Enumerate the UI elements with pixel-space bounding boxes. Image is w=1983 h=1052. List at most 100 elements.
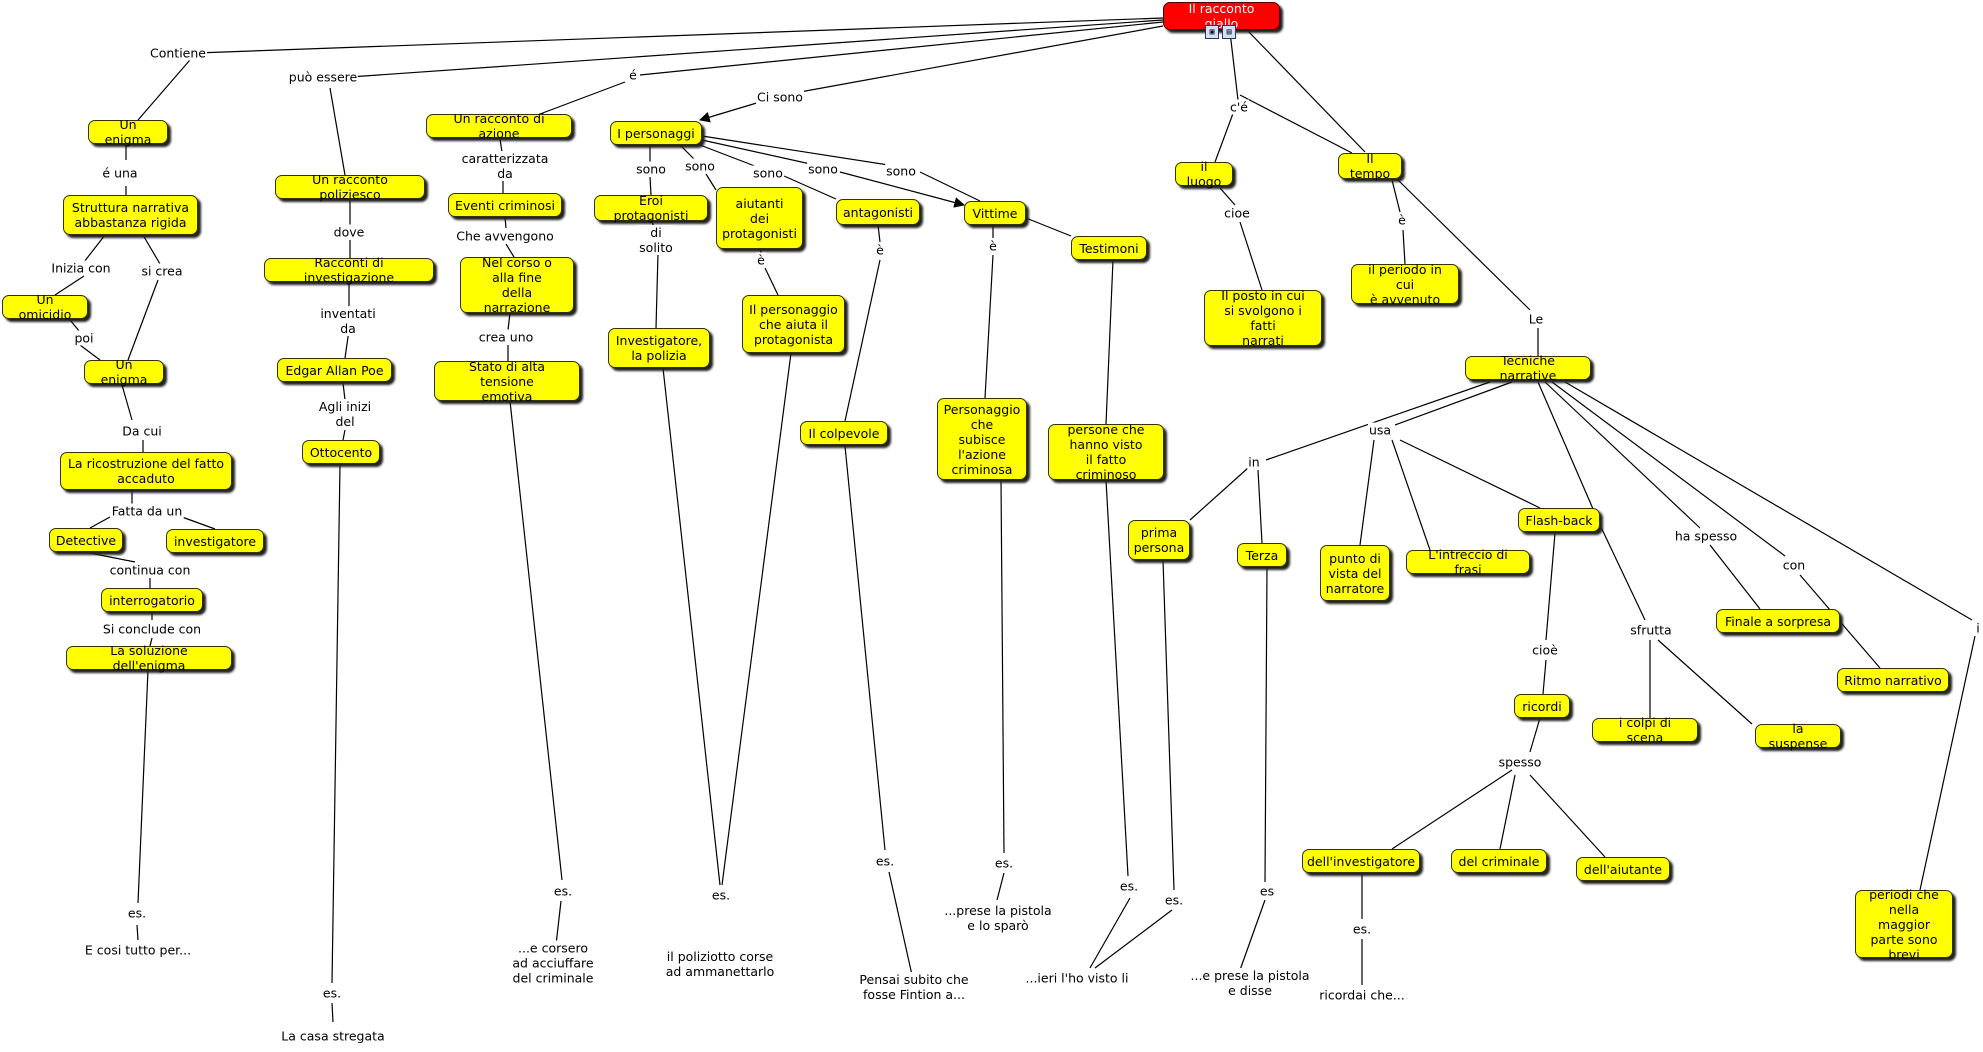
node-intreccio-frasi[interactable]: L'intreccio di frasi (1406, 547, 1530, 577)
node-ricordi[interactable]: ricordi (1514, 694, 1570, 718)
connector-line (121, 384, 133, 421)
label-sono-testimoni: sono (885, 163, 917, 179)
node-antagonisti[interactable]: antagonisti (836, 199, 920, 225)
label-fatta-da-un: Fatta da un (110, 503, 184, 519)
node-periodi-brevi[interactable]: periodi che nella maggior parte sono bre… (1855, 887, 1953, 962)
node-struttura-narrativa[interactable]: Struttura narrativa abbastanza rigida (63, 195, 198, 235)
connector-line (655, 252, 659, 329)
connector-line (1599, 524, 1646, 621)
connector-line (555, 900, 562, 946)
node-prima-persona[interactable]: prima persona (1128, 520, 1190, 560)
connector-line (195, 17, 1164, 54)
connector-line (1257, 469, 1263, 544)
label-caratterizzata-da: caratterizzata da (460, 151, 550, 181)
label-e-una: é una (101, 165, 139, 181)
node-vittime[interactable]: Vittime (964, 201, 1026, 225)
node-racconto-azione[interactable]: Un racconto di azione (426, 111, 572, 141)
node-personaggio-subisce[interactable]: Personaggio che subisce l'azione crimino… (937, 398, 1027, 480)
document-resource-icon[interactable]: ▤ (1222, 25, 1236, 39)
node-finale-sorpresa[interactable]: Finale a sorpresa (1716, 609, 1840, 633)
connector-line (1399, 439, 1541, 509)
node-colpi-di-scena[interactable]: i colpi di scena (1592, 715, 1698, 745)
node-un-enigma-2[interactable]: Un enigma (84, 357, 164, 387)
node-personaggi[interactable]: I personaggi (610, 121, 702, 145)
connector-line (1529, 774, 1606, 858)
label-cioe-luogo: cioe (1223, 205, 1251, 221)
label-sfrutta: sfrutta (1629, 622, 1673, 638)
node-del-criminale[interactable]: del criminale (1451, 849, 1547, 873)
connector-line (54, 275, 85, 296)
connector-line (1105, 479, 1129, 877)
node-tempo[interactable]: Il tempo (1338, 151, 1402, 181)
node-dell-aiutante[interactable]: dell'aiutante (1576, 857, 1670, 881)
connector-line (701, 135, 896, 167)
node-edgar-allan-poe[interactable]: Edgar Allan Poe (277, 358, 392, 382)
node-investigatore[interactable]: investigatore (166, 529, 264, 553)
label-dove: dove (332, 224, 366, 240)
node-nel-corso[interactable]: Nel corso o alla fine della narrazione (460, 255, 574, 315)
node-un-omicidio[interactable]: Un omicidio (2, 292, 88, 322)
node-ricostruzione[interactable]: La ricostruzione del fatto accaduto (60, 452, 232, 490)
connector-line (1402, 229, 1406, 265)
label-agli-inizi: Agli inizi del (317, 399, 373, 429)
connector-line (505, 243, 515, 258)
node-terza[interactable]: Terza (1237, 543, 1287, 567)
node-eventi-criminosi[interactable]: Eventi criminosi (448, 193, 562, 217)
connector-line (1544, 381, 1701, 529)
node-luogo[interactable]: il luogo (1175, 159, 1233, 189)
node-flash-back[interactable]: Flash-back (1518, 508, 1600, 532)
node-testimoni[interactable]: Testimoni (1071, 236, 1147, 260)
node-racconti-investigazione[interactable]: Racconti di investigazione (264, 255, 434, 285)
connector-line (1542, 659, 1547, 695)
label-ce: c'é (1229, 99, 1249, 115)
connector-line (331, 464, 341, 984)
image-resource-icon[interactable]: ▣ (1205, 25, 1219, 39)
connector-line (329, 87, 346, 176)
node-aiutanti[interactable]: aiutanti dei protagonisti (716, 187, 803, 249)
node-un-enigma[interactable]: Un enigma (88, 117, 168, 147)
node-ritmo-narrativo[interactable]: Ritmo narrativo (1837, 668, 1949, 692)
connector-line (1537, 381, 1601, 526)
connector-line (764, 267, 779, 296)
node-punto-di-vista[interactable]: punto di vista del narratore (1320, 545, 1390, 601)
node-soluzione-enigma[interactable]: La soluzione dell'enigma (66, 643, 232, 673)
node-persone-visto[interactable]: persone che hanno visto il fatto crimino… (1048, 422, 1164, 482)
connector-line (1239, 899, 1266, 971)
node-detective[interactable]: Detective (49, 528, 123, 552)
label-spesso: spesso (1497, 754, 1543, 770)
node-personaggio-aiuta[interactable]: Il personaggio che aiuta il protagonista (742, 295, 845, 353)
label-sono-antagonisti: sono (752, 165, 784, 181)
node-suspense[interactable]: la suspense (1755, 721, 1841, 751)
node-tecniche-narrative[interactable]: Tecniche narrative (1465, 353, 1591, 383)
node-racconto-poliziesco[interactable]: Un racconto poliziesco (275, 172, 425, 202)
connector-line (699, 144, 761, 169)
node-alta-tensione[interactable]: Stato di alta tensione emotiva (434, 359, 580, 404)
example-tensione: ...e corsero ad acciuffare del criminale (511, 940, 595, 986)
node-interrogatorio[interactable]: interrogatorio (101, 588, 203, 612)
connector-line (1919, 635, 1976, 891)
label-e-root: é (628, 67, 638, 83)
connector-line (539, 81, 626, 115)
connector-line (844, 445, 886, 851)
example-colpevole: Pensai subito che fosse Fintion a... (858, 972, 970, 1002)
label-usa: usa (1367, 422, 1393, 438)
label-poi: poi (73, 330, 95, 346)
root-node[interactable]: Il racconto giallo (1163, 1, 1280, 31)
connector-line (1105, 259, 1114, 425)
node-posto[interactable]: Il posto in cui si svolgono i fatti narr… (1204, 288, 1322, 348)
connector-line (701, 139, 816, 166)
connector-line (1391, 769, 1513, 850)
node-investigatore-polizia[interactable]: Investigatore, la polizia (608, 328, 710, 368)
connector-line (705, 173, 717, 191)
node-dell-investigatore[interactable]: dell'investigatore (1302, 849, 1420, 873)
node-colpevole[interactable]: Il colpevole (800, 421, 888, 445)
connector-line (984, 254, 994, 399)
node-eroi-protagonisti[interactable]: Eroi protagonisti (594, 193, 708, 223)
label-sono-vittime: sono (807, 161, 839, 177)
node-ottocento[interactable]: Ottocento (302, 440, 380, 464)
connector-line (89, 516, 111, 529)
node-periodo[interactable]: il periodo in cui è avvenuto (1351, 262, 1459, 307)
connector-line (1545, 532, 1556, 641)
